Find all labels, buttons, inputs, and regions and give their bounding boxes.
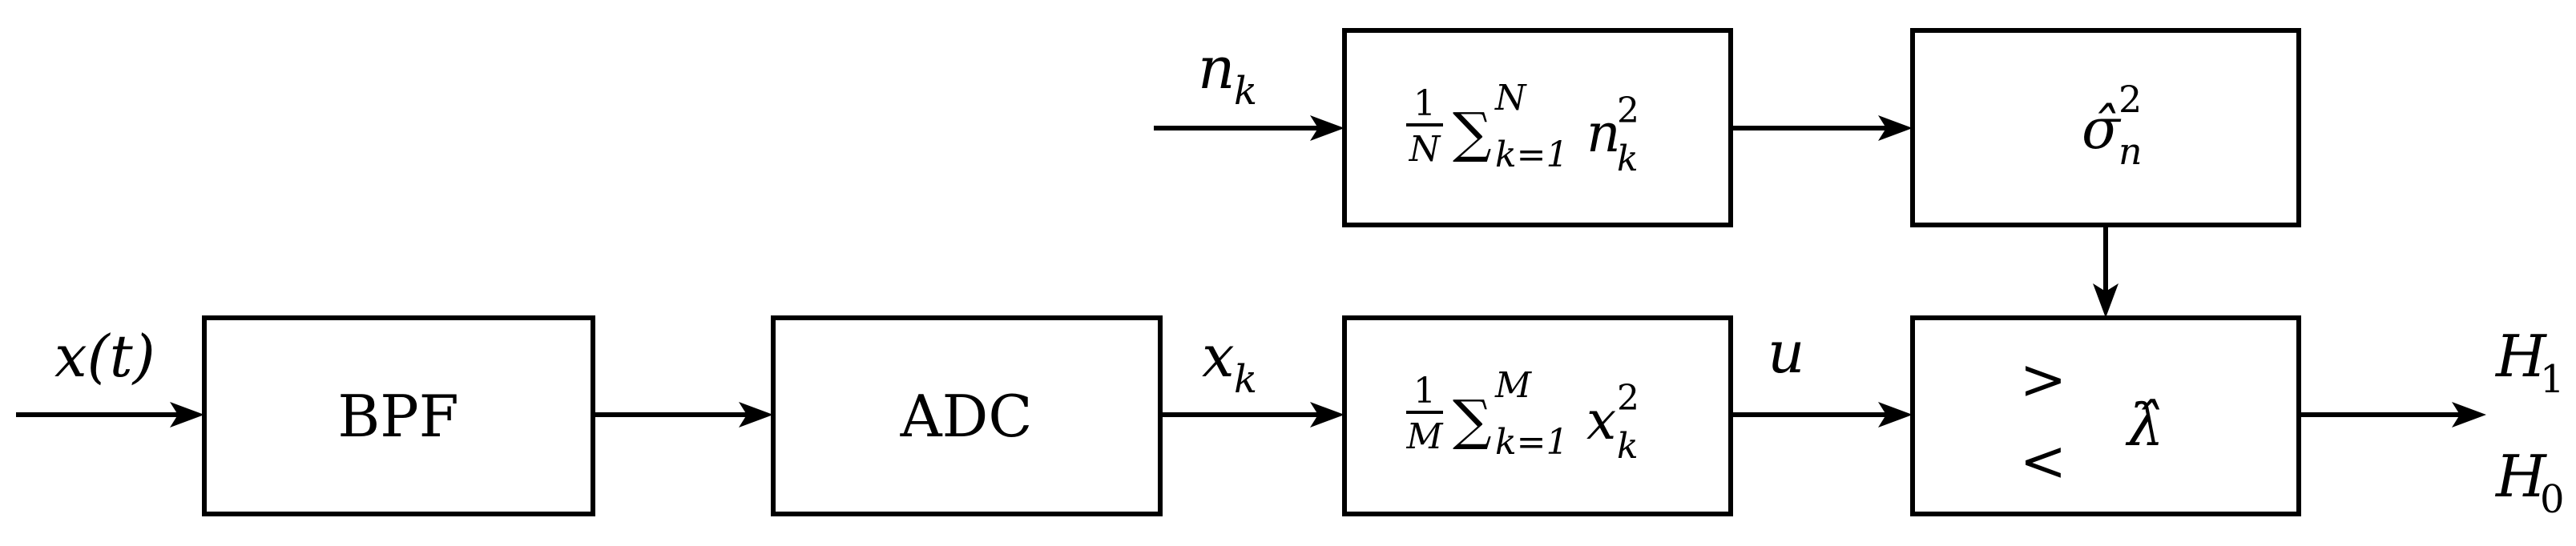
noise-input-label: n k (1198, 34, 1257, 114)
arrowhead-icon (1310, 402, 1344, 428)
less-than-symbol: < (2020, 428, 2067, 494)
sum-upper-limit: N (1494, 78, 1527, 118)
comparator-block (1910, 315, 2301, 516)
adc-label: ADC (900, 383, 1033, 450)
fraction-numerator: 1 (1413, 83, 1436, 124)
fraction-denominator: M (1405, 416, 1443, 457)
sigma-subscript: n (2118, 130, 2143, 173)
sampled-signal-base: x (1202, 323, 1235, 390)
h1-subscript: 1 (2540, 357, 2565, 402)
bpf-block (202, 315, 595, 516)
noise-estimator-formula: 1 N ∑ N k=1 n 2 k (1406, 78, 1639, 179)
fraction-denominator: N (1409, 129, 1441, 170)
arrowhead-icon (2093, 283, 2118, 318)
threshold-lambda-hat: λ̂ (2125, 391, 2164, 459)
noise-estimator-block (1342, 28, 1733, 227)
greater-than-symbol: > (2020, 347, 2067, 412)
fraction-numerator: 1 (1413, 371, 1436, 412)
arrowhead-icon (170, 402, 204, 428)
signal-energy-block (1342, 315, 1733, 516)
adc-block (771, 315, 1163, 516)
h0-base: H (2494, 443, 2547, 510)
noise-variance-block (1910, 28, 2301, 227)
noise-variance-symbol: σ̂ 2 n (2082, 78, 2143, 173)
h1-base: H (2494, 323, 2547, 390)
h0-subscript: 0 (2540, 477, 2565, 522)
sum-term-superscript: 2 (1617, 378, 1639, 419)
sum-symbol: ∑ (1453, 389, 1492, 452)
sigma-hat: σ̂ (2082, 96, 2122, 162)
noise-input-subscript: k (1234, 69, 1257, 114)
arrowhead-icon (1878, 402, 1913, 428)
input-signal-label: x(t) (54, 323, 155, 390)
sampled-signal-subscript: k (1234, 357, 1257, 402)
arrowhead-icon (1878, 115, 1913, 141)
sum-term-subscript: k (1617, 426, 1639, 467)
arrowhead-icon (1310, 115, 1344, 141)
hypothesis-h1-label: H 1 (2494, 323, 2565, 402)
sum-term: x (1586, 390, 1616, 452)
sum-term-subscript: k (1617, 139, 1639, 179)
sampled-signal-label: x k (1202, 323, 1257, 402)
sum-term-superscript: 2 (1617, 90, 1639, 131)
noise-input-base: n (1198, 34, 1235, 102)
sum-lower-limit: k=1 (1495, 422, 1569, 463)
sum-lower-limit: k=1 (1495, 134, 1569, 175)
test-statistic-label: u (1768, 319, 1804, 386)
sum-symbol: ∑ (1453, 102, 1492, 165)
sum-term: n (1586, 102, 1621, 164)
arrowhead-icon (2452, 402, 2486, 428)
sigma-superscript: 2 (2118, 78, 2142, 121)
signal-energy-formula: 1 M ∑ M k=1 x 2 k (1405, 365, 1639, 467)
sum-upper-limit: M (1494, 365, 1532, 406)
comparator-content: > < λ̂ (2020, 347, 2164, 494)
hypothesis-h0-label: H 0 (2494, 443, 2565, 522)
arrowhead-icon (739, 402, 773, 428)
bpf-label: BPF (337, 383, 458, 450)
